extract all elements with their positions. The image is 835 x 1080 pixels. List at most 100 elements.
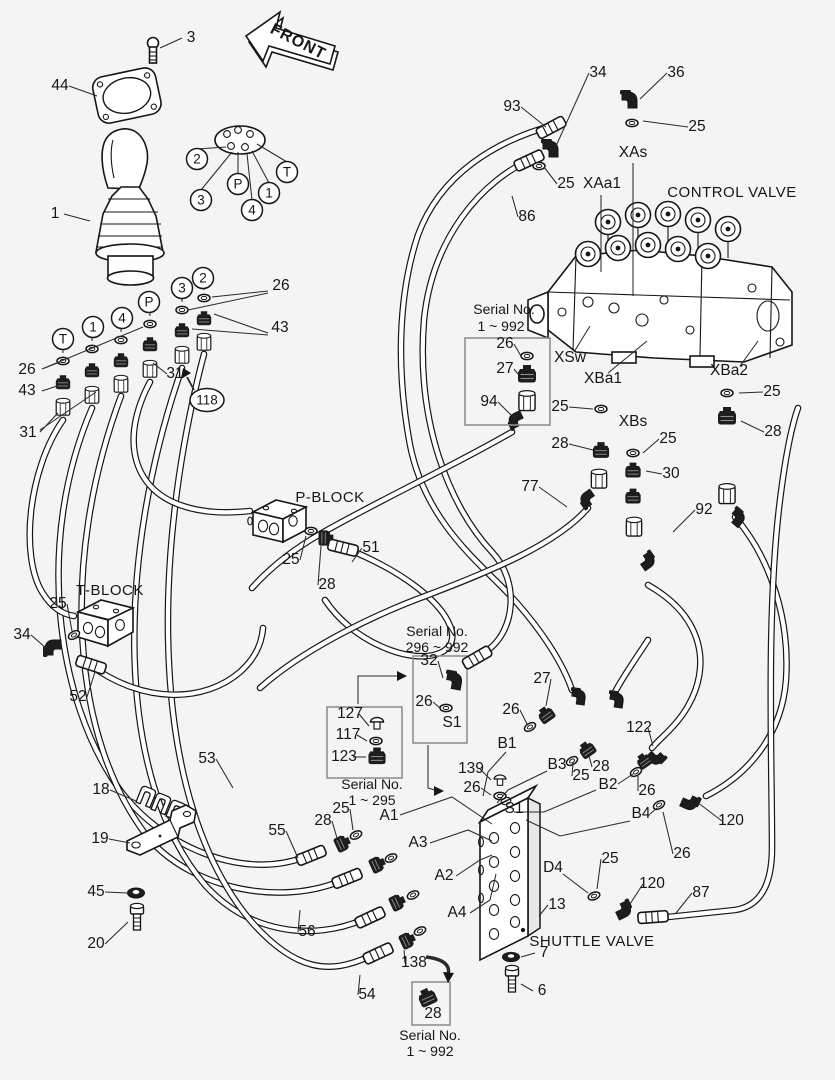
callout-28: 28 <box>424 1005 441 1022</box>
leader-line <box>356 734 368 742</box>
hose-86 <box>419 153 540 654</box>
serial-box-28 <box>411 981 451 1026</box>
gasket-44-icon <box>91 67 162 124</box>
hose-xba2 <box>702 513 790 800</box>
leader-line <box>66 603 73 632</box>
callout-25: 25 <box>557 175 574 192</box>
callout-31: 31 <box>166 365 183 382</box>
callout-25: 25 <box>659 430 676 447</box>
port-key-circle-P <box>137 290 161 314</box>
callout-34: 34 <box>589 64 607 81</box>
hose-92 <box>644 581 704 752</box>
leader-line <box>588 755 593 768</box>
callout-44: 44 <box>51 77 69 94</box>
callout-28: 28 <box>764 423 781 440</box>
leader-line <box>432 701 441 709</box>
port-label-Serial-No-: Serial No. <box>341 776 402 792</box>
leader-line <box>357 974 361 996</box>
callout-18: 18 <box>92 781 109 798</box>
leader-line <box>672 509 696 533</box>
leader-line <box>349 808 354 831</box>
callout-30: 30 <box>662 465 680 482</box>
leader-line <box>596 858 602 890</box>
port-label-XAa1: XAa1 <box>583 175 621 192</box>
port-key-label-2: 2 <box>193 152 201 167</box>
leader-line <box>642 438 660 454</box>
callout-53: 53 <box>198 750 215 767</box>
callout-43: 43 <box>18 382 35 399</box>
callout-20: 20 <box>87 935 105 952</box>
callout-25: 25 <box>688 118 705 135</box>
port-key-circle-3 <box>170 276 194 300</box>
hose-87 <box>664 404 802 921</box>
port-key-circle-P <box>226 172 250 196</box>
callout-28: 28 <box>592 758 609 775</box>
hose-55 <box>55 404 306 868</box>
port-label-XBa1: XBa1 <box>584 370 622 387</box>
shuttle-valve-icon <box>477 783 541 962</box>
leader-line <box>256 143 288 163</box>
leader-line <box>351 547 363 563</box>
elbow-36-icon <box>619 89 638 109</box>
leader-line <box>285 830 299 859</box>
leader-line <box>538 486 568 508</box>
callout-1 ~ 992: 1 ~ 992 <box>406 1043 453 1059</box>
leader-line <box>513 343 522 357</box>
joystick-icon <box>95 128 165 286</box>
hose-52 <box>86 624 267 699</box>
front-arrow-icon: FRONT <box>244 10 339 71</box>
hose-to-p-block <box>130 378 254 516</box>
t-block-icon <box>75 599 136 648</box>
port-label-XAs: XAs <box>619 144 648 161</box>
callout-296 ~ 992: 296 ~ 992 <box>406 639 469 655</box>
callout-138: 138 <box>401 954 427 971</box>
leader-line <box>555 72 590 147</box>
callout-19: 19 <box>91 830 108 847</box>
component-layer: FRONT <box>42 10 793 1026</box>
leader-line <box>543 166 558 185</box>
callout-7: 7 <box>540 944 549 961</box>
callout-52: 52 <box>69 688 86 705</box>
callout-45: 45 <box>87 883 104 900</box>
callout-122: 122 <box>626 719 652 736</box>
port-label-A2: A2 <box>435 867 454 884</box>
callout-26: 26 <box>18 361 35 378</box>
callout-26: 26 <box>496 335 513 352</box>
t-block-title: T-BLOCK <box>76 582 144 599</box>
port-label-Serial-No-: Serial No. <box>406 623 467 639</box>
hose-93 <box>397 120 576 694</box>
port-key-label-P: P <box>144 295 153 310</box>
callout-1 ~ 295: 1 ~ 295 <box>348 792 395 808</box>
control-valve-icon <box>527 200 793 368</box>
leader-line <box>520 983 534 992</box>
port-key-circle-4 <box>110 306 134 330</box>
leader-line <box>68 85 98 97</box>
port-pattern-icon <box>214 125 266 155</box>
callout-34: 34 <box>13 626 31 643</box>
port-key-circle-4 <box>240 198 264 222</box>
hose-77 <box>256 504 592 692</box>
leader-line <box>479 768 492 781</box>
port-key-label-4: 4 <box>118 311 126 326</box>
leader-line <box>513 368 519 375</box>
bracket-19-icon <box>126 804 197 856</box>
port-label-D4: D4 <box>543 859 563 876</box>
callout-32: 32 <box>420 652 437 669</box>
callout-93: 93 <box>503 98 520 115</box>
leader-line <box>251 150 270 184</box>
leader-line <box>511 195 519 218</box>
p-block-icon <box>247 499 309 544</box>
leader-line <box>520 952 536 958</box>
serial-box-xsw <box>464 337 551 426</box>
callout-139: 139 <box>458 760 484 777</box>
callout-6: 6 <box>538 982 547 999</box>
port-key-label-3: 3 <box>197 193 205 208</box>
callout-28: 28 <box>551 435 568 452</box>
leader-line <box>30 634 47 649</box>
leader-line <box>215 758 234 789</box>
callout-26: 26 <box>415 693 432 710</box>
leader-line <box>642 120 689 128</box>
oval-marker-118 <box>189 387 225 413</box>
oval-marker-label: 118 <box>196 393 218 408</box>
